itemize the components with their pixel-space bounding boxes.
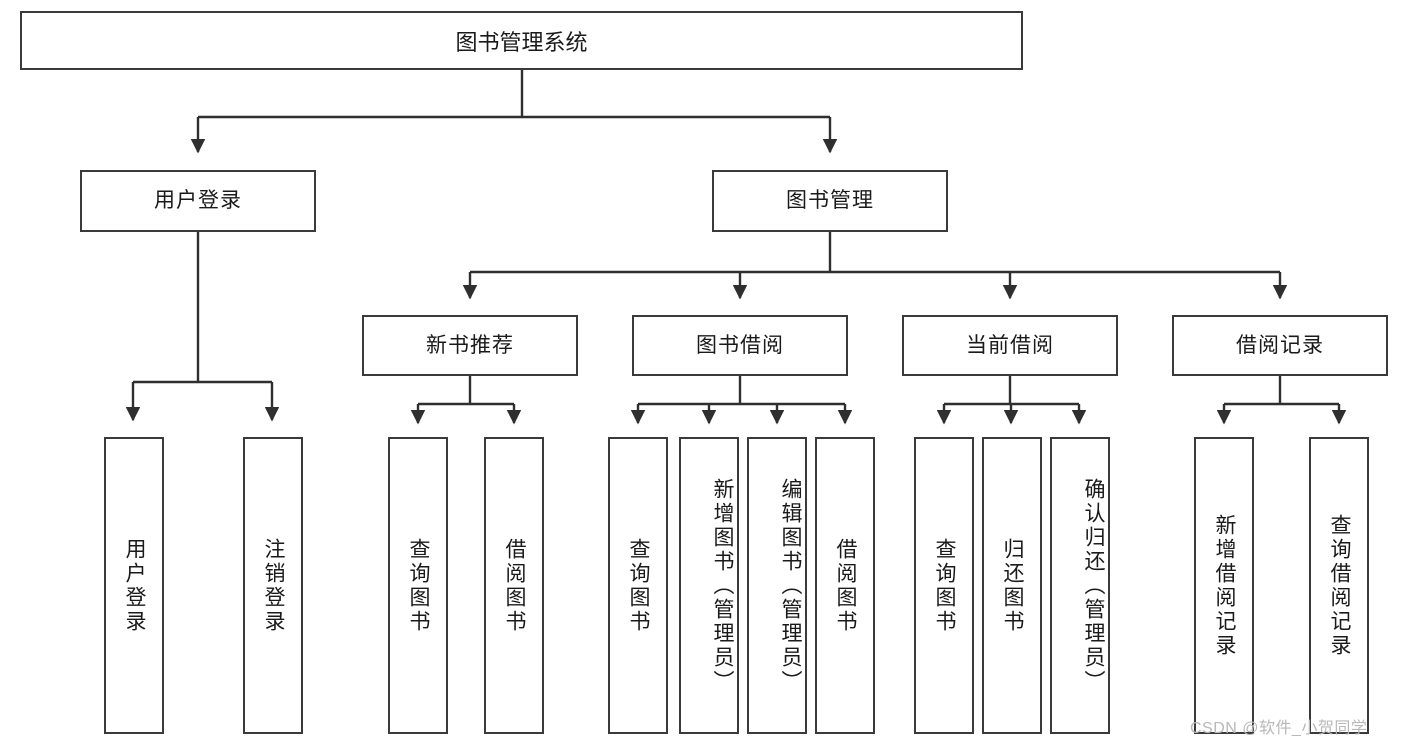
- leaf-current-query-book[interactable]: 查询图书: [914, 437, 974, 734]
- node-label: 用户登录: [123, 537, 146, 634]
- node-label: 确认归还（管理员）: [1082, 477, 1105, 694]
- leaf-borrow-edit-book-admin[interactable]: 编辑图书（管理员）: [747, 437, 807, 734]
- node-label: 借阅图书: [834, 537, 857, 634]
- leaf-current-return-book[interactable]: 归还图书: [982, 437, 1042, 734]
- node-label: 当前借阅: [966, 333, 1054, 357]
- node-book-management[interactable]: 图书管理: [712, 170, 948, 232]
- node-label: 新增借阅记录: [1213, 513, 1236, 658]
- leaf-user-login-login[interactable]: 用户登录: [104, 437, 164, 734]
- node-current-borrow[interactable]: 当前借阅: [902, 315, 1118, 376]
- leaf-borrow-query-book[interactable]: 查询图书: [608, 437, 668, 734]
- node-label: 归还图书: [1001, 537, 1024, 634]
- node-book-borrow[interactable]: 图书借阅: [632, 315, 848, 376]
- node-label: 图书借阅: [696, 333, 784, 357]
- leaf-recommend-borrow-book[interactable]: 借阅图书: [484, 437, 544, 734]
- node-label: 查询图书: [627, 537, 650, 634]
- node-label: 查询图书: [933, 537, 956, 634]
- node-new-book-recommend[interactable]: 新书推荐: [362, 315, 578, 376]
- node-user-login[interactable]: 用户登录: [80, 170, 316, 232]
- leaf-borrow-add-book-admin[interactable]: 新增图书（管理员）: [679, 437, 739, 734]
- node-root-book-management-system[interactable]: 图书管理系统: [20, 11, 1023, 70]
- csdn-watermark: CSDN @软件_小贺同学: [1190, 720, 1368, 737]
- node-borrow-record[interactable]: 借阅记录: [1172, 315, 1388, 376]
- leaf-current-confirm-return-admin[interactable]: 确认归还（管理员）: [1050, 437, 1110, 734]
- node-label: 借阅记录: [1236, 333, 1324, 357]
- node-label: 查询借阅记录: [1328, 513, 1351, 658]
- node-label: 用户登录: [154, 189, 242, 213]
- node-label: 新增图书（管理员）: [711, 477, 734, 694]
- node-label: 新书推荐: [426, 333, 514, 357]
- node-label: 注销登录: [262, 537, 285, 634]
- node-label: 图书管理系统: [455, 29, 588, 55]
- leaf-recommend-query-book[interactable]: 查询图书: [388, 437, 448, 734]
- leaf-borrow-borrow-book[interactable]: 借阅图书: [815, 437, 875, 734]
- node-label: 图书管理: [786, 189, 874, 213]
- node-label: 编辑图书（管理员）: [779, 477, 802, 694]
- node-label: 查询图书: [407, 537, 430, 634]
- leaf-record-add-record[interactable]: 新增借阅记录: [1194, 437, 1254, 734]
- leaf-record-query-record[interactable]: 查询借阅记录: [1309, 437, 1369, 734]
- leaf-user-login-logout[interactable]: 注销登录: [243, 437, 303, 734]
- node-label: 借阅图书: [503, 537, 526, 634]
